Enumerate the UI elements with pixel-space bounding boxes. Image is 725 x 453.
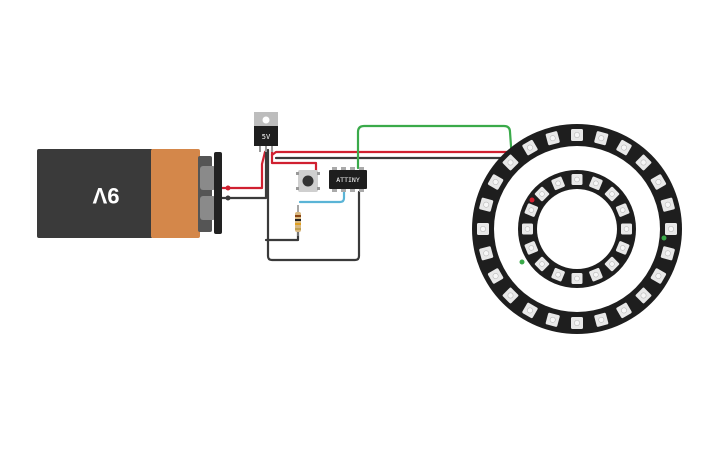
attiny-label: ATTINY: [336, 176, 360, 184]
outer-led: [479, 246, 494, 261]
outer-led: [545, 312, 560, 327]
inner-led: [524, 241, 539, 255]
inner-led: [604, 256, 620, 272]
inner-led: [551, 176, 565, 191]
inner-led: [522, 223, 533, 235]
outer-led: [477, 223, 489, 235]
neopixel-ring-inner[interactable]: [518, 170, 636, 288]
outer-led: [650, 174, 667, 190]
inner-led: [615, 203, 630, 217]
outer-led: [479, 197, 494, 212]
outer-led: [522, 302, 538, 319]
inner-ring-leds: [522, 174, 632, 284]
inner-led: [589, 176, 603, 191]
regulator-label: 5V: [262, 133, 271, 141]
wire-button-to-attiny[interactable]: [298, 188, 346, 204]
outer-led: [635, 287, 652, 304]
inner-led: [589, 267, 603, 282]
outer-led: [635, 154, 652, 171]
wire-resistor-ground[interactable]: [264, 230, 300, 242]
battery-9v[interactable]: 9V: [37, 149, 222, 238]
inner-led: [551, 267, 565, 282]
outer-led: [502, 154, 519, 171]
outer-led: [660, 197, 675, 212]
battery-label: 9V: [92, 183, 119, 208]
wire-data-to-ring[interactable]: [356, 124, 614, 264]
outer-led: [594, 312, 609, 327]
wire-battery-positive[interactable]: [220, 150, 267, 190]
outer-led: [616, 139, 632, 156]
outer-led: [650, 268, 667, 284]
wire-battery-negative[interactable]: [220, 148, 268, 200]
outer-led: [545, 131, 560, 146]
wire-ground-loop[interactable]: [266, 148, 361, 262]
outer-led: [487, 174, 504, 190]
outer-led: [571, 129, 583, 141]
battery-terminals: [225, 185, 231, 201]
outer-led: [665, 223, 677, 235]
pushbutton[interactable]: [296, 170, 320, 192]
inner-led: [615, 241, 630, 255]
inner-led: [524, 203, 539, 217]
inner-led: [534, 256, 550, 272]
outer-led: [616, 302, 632, 319]
voltage-regulator[interactable]: 5V: [254, 112, 278, 152]
outer-led: [594, 131, 609, 146]
outer-led: [487, 268, 504, 284]
outer-led: [571, 317, 583, 329]
inner-led: [571, 273, 583, 284]
inner-led: [571, 174, 583, 185]
inner-led: [604, 186, 620, 202]
outer-led: [522, 139, 538, 156]
wire-5v-to-button[interactable]: [270, 148, 318, 174]
ring-connection-pads: [519, 197, 667, 265]
inner-led: [621, 223, 632, 235]
resistor[interactable]: [295, 205, 301, 236]
outer-ring-leds: [477, 129, 677, 329]
outer-led: [660, 246, 675, 261]
attiny-chip[interactable]: ATTINY: [329, 167, 367, 192]
inner-led: [534, 186, 550, 202]
outer-led: [502, 287, 519, 304]
